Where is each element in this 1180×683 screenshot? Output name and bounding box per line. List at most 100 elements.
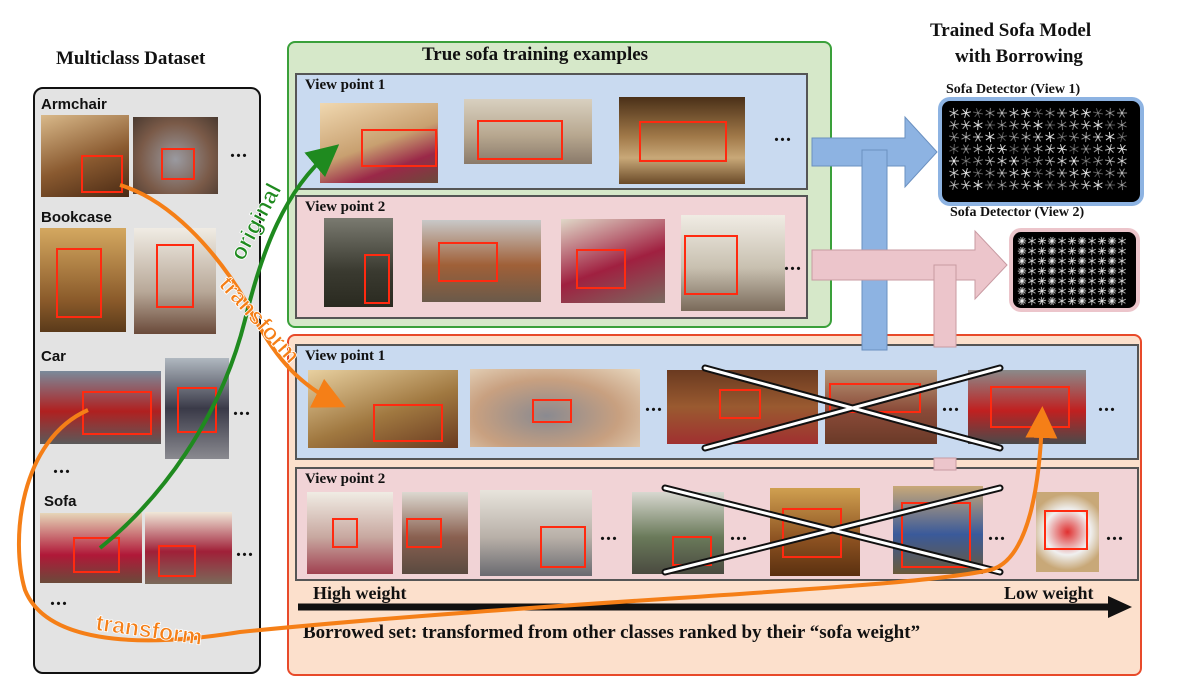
hog-stroke — [1057, 298, 1067, 304]
borrowed-v2-photo-2 — [402, 492, 468, 574]
car-photo-1 — [40, 371, 161, 444]
hog-stroke — [1057, 268, 1067, 274]
hog-stroke — [1000, 179, 1004, 191]
hog-stroke — [1094, 108, 1102, 118]
true-v2-photo-4 — [681, 215, 785, 311]
hog-stroke — [1118, 133, 1126, 141]
hog-stroke — [961, 157, 971, 165]
hog-stroke — [1047, 180, 1053, 190]
true-viewpoint-1-label: View point 1 — [305, 77, 386, 93]
hog-stroke — [987, 180, 993, 190]
weight-axis-arrow — [298, 596, 1132, 618]
hog-stroke — [1105, 109, 1115, 117]
hog-stroke — [1032, 111, 1044, 115]
hog-stroke — [1069, 146, 1079, 152]
hog-stroke — [1027, 248, 1037, 254]
borrowed-set-caption: Borrowed set: transformed from other cla… — [303, 622, 921, 643]
hog-stroke — [985, 109, 995, 117]
bounding-box — [438, 242, 498, 282]
hog-stroke — [960, 171, 972, 175]
hog-stroke — [1045, 170, 1055, 176]
hog-stroke — [1008, 183, 1020, 187]
hog-stroke — [1105, 110, 1115, 116]
hog-stroke — [948, 135, 960, 139]
hog-stroke — [953, 143, 955, 155]
hog-stroke — [1045, 110, 1055, 116]
hog-stroke — [1120, 119, 1124, 131]
hog-stroke — [1045, 133, 1055, 141]
hog-stroke — [1097, 259, 1107, 263]
borrowed-viewpoint-2-label: View point 2 — [305, 471, 386, 487]
hog-stroke — [1083, 144, 1089, 154]
hog-stroke — [1060, 119, 1064, 131]
hog-stroke — [1027, 238, 1037, 244]
hog-stroke — [1117, 288, 1127, 294]
hog-stroke — [1067, 279, 1077, 283]
bounding-box — [406, 518, 442, 548]
hog-stroke — [1109, 107, 1111, 119]
hog-stroke — [1059, 108, 1065, 118]
hog-stroke — [987, 120, 993, 130]
hog-stroke — [985, 110, 995, 116]
hog-stroke — [961, 134, 971, 140]
hog-stroke — [1049, 167, 1051, 179]
hog-stroke — [1035, 168, 1041, 178]
hog-stroke — [1105, 169, 1115, 177]
hog-stroke — [1119, 108, 1125, 118]
hog-stroke — [998, 133, 1006, 141]
hog-stroke — [1057, 182, 1067, 188]
hog-stroke — [1037, 259, 1047, 263]
hog-stroke — [1083, 144, 1089, 154]
hog-stroke — [1069, 169, 1079, 177]
hog-stroke — [1069, 145, 1079, 153]
borrowed-v2-ellipsis-4: ... — [1106, 523, 1124, 545]
class-label-armchair: Armchair — [41, 96, 107, 113]
hog-stroke — [960, 111, 972, 115]
class-label-sofa: Sofa — [44, 493, 77, 510]
hog-stroke — [1097, 299, 1107, 303]
hog-stroke — [972, 111, 984, 115]
hog-stroke — [1033, 182, 1043, 188]
hog-stroke — [1067, 249, 1077, 253]
hog-stroke — [1022, 120, 1030, 130]
true-v2-ellipsis: ... — [784, 253, 802, 275]
borrowed-viewpoint-1-label: View point 1 — [305, 348, 386, 364]
hog-stroke — [1087, 238, 1097, 244]
hog-stroke — [1067, 269, 1077, 273]
hog-stroke — [1008, 123, 1020, 127]
bounding-box — [156, 244, 194, 308]
hog-stroke — [1107, 120, 1113, 130]
hog-stroke — [973, 145, 983, 153]
arrow-borrowed-to-detector-2 — [933, 264, 957, 471]
hog-stroke — [1067, 259, 1077, 263]
detector-1-texture — [948, 107, 1128, 191]
hog-stroke — [1094, 157, 1102, 165]
bounding-box — [532, 399, 572, 423]
borrowed-v1-photo-2 — [470, 369, 640, 447]
hog-stroke — [1057, 258, 1067, 264]
hog-stroke — [1117, 181, 1127, 189]
borrowed-v1-ellipsis-2: ... — [942, 394, 960, 416]
hog-stroke — [1010, 132, 1018, 142]
true-v2-photo-1 — [324, 218, 393, 307]
hog-stroke — [949, 109, 959, 117]
bounding-box — [373, 404, 443, 442]
hog-stroke — [1117, 298, 1127, 304]
hog-stroke — [962, 180, 970, 190]
hog-stroke — [987, 120, 993, 130]
hog-stroke — [1047, 120, 1053, 130]
hog-stroke — [949, 169, 959, 177]
hog-stroke — [1105, 133, 1115, 141]
detector-1-label: Sofa Detector (View 1) — [946, 82, 1081, 97]
bounding-box — [56, 248, 102, 318]
hog-stroke — [1021, 158, 1031, 164]
hog-stroke — [1000, 132, 1004, 142]
hog-stroke — [1060, 132, 1064, 142]
hog-stroke — [1071, 156, 1077, 166]
hog-stroke — [1117, 238, 1127, 244]
hog-stroke — [962, 120, 970, 130]
hog-stroke — [1081, 158, 1091, 164]
hog-stroke — [1058, 133, 1066, 141]
bounding-box — [540, 526, 586, 568]
hog-stroke — [1011, 132, 1017, 142]
